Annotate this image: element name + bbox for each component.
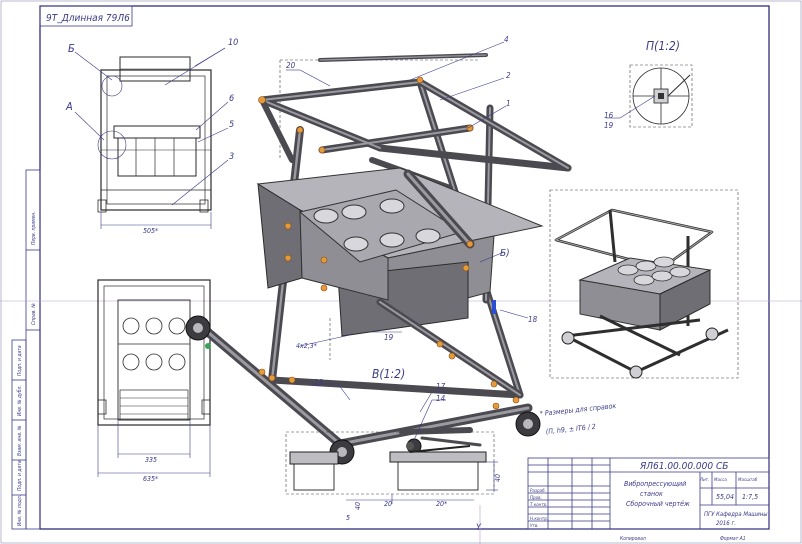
svg-text:Вибропрессующий: Вибропрессующий [624,480,686,488]
svg-text:4: 4 [504,35,509,44]
svg-text:Сборочный чертёж: Сборочный чертёж [626,500,690,508]
svg-text:55,04: 55,04 [716,493,734,501]
svg-text:А: А [65,100,73,113]
main-isometric-view [185,41,572,465]
svg-text:19: 19 [604,121,614,130]
svg-text:Т.контр.: Т.контр. [530,502,548,508]
svg-text:Н.контр.: Н.контр. [530,516,548,522]
svg-text:Б): Б) [500,248,510,259]
svg-text:Справ. №: Справ. № [31,303,37,325]
svg-text:Масштаб: Масштаб [738,476,758,483]
small-isometric-view [549,189,739,379]
svg-text:Подп. и дата: Подп. и дата [17,345,23,376]
svg-text:Б: Б [68,42,75,55]
svg-text:Разраб.: Разраб. [530,487,546,494]
svg-text:станок: станок [640,490,663,498]
svg-text:19: 19 [384,333,394,342]
svg-text:10: 10 [228,38,238,48]
svg-text:Утв.: Утв. [530,523,539,529]
svg-text:2016 г.: 2016 г. [716,520,736,527]
svg-text:16: 16 [604,111,614,120]
svg-text:Масса: Масса [714,477,727,483]
svg-text:335: 335 [145,456,157,464]
top-left-stamp-box [39,5,133,27]
svg-text:14: 14 [436,394,446,403]
svg-text:5: 5 [229,120,234,130]
svg-text:20: 20 [286,61,296,70]
svg-text:3: 3 [229,152,234,162]
left-side-strip: Перв. примен. Справ. № Подп. и дата Инв.… [11,169,41,530]
svg-text:Инв. № дубл.: Инв. № дубл. [16,385,23,416]
title-block [527,457,770,530]
svg-text:Перв. примен.: Перв. примен. [31,211,37,245]
svg-text:4x2,3*: 4x2,3* [296,342,317,350]
svg-text:6: 6 [229,94,234,104]
top-left-stamp: 9Т_Длинная 79Л6 [46,13,130,24]
svg-text:505*: 505* [143,227,158,235]
svg-text:40: 40 [494,474,502,482]
svg-text:1:7,5: 1:7,5 [742,493,758,501]
svg-text:ЯЛ61.00.00.000 СБ: ЯЛ61.00.00.000 СБ [639,461,728,472]
svg-text:Y: Y [476,523,482,533]
svg-text:Формат А1: Формат А1 [720,536,746,542]
svg-text:18: 18 [528,315,538,324]
detail-view-p [606,64,693,128]
svg-text:Взам. инв. №: Взам. инв. № [17,425,23,456]
front-view [74,47,229,229]
svg-text:20: 20 [384,500,392,508]
svg-text:В(1:2): В(1:2) [372,367,405,381]
svg-text:Лит.: Лит. [699,477,709,483]
section-view-v [285,431,498,504]
plan-view [97,279,211,477]
svg-text:Пров.: Пров. [530,495,542,501]
svg-text:(П, h9, ± IT6 / 2: (П, h9, ± IT6 / 2 [545,423,596,436]
svg-text:13: 13 [314,378,324,387]
svg-text:ПГУ Кафедра Машины: ПГУ Кафедра Машины [704,511,768,518]
svg-text:* Размеры для справок: * Размеры для справок [539,402,616,418]
svg-text:20*: 20* [436,500,447,508]
svg-text:П(1:2): П(1:2) [646,39,680,53]
svg-text:635*: 635* [143,475,158,483]
svg-text:17: 17 [436,382,446,391]
svg-text:Копировал: Копировал [620,536,646,542]
svg-text:1: 1 [506,99,511,108]
svg-text:Инв. № подл.: Инв. № подл. [17,495,23,526]
svg-text:40: 40 [354,502,362,510]
svg-text:2: 2 [506,71,511,80]
svg-text:Подп. и дата: Подп. и дата [17,460,23,491]
svg-text:5: 5 [346,514,350,522]
